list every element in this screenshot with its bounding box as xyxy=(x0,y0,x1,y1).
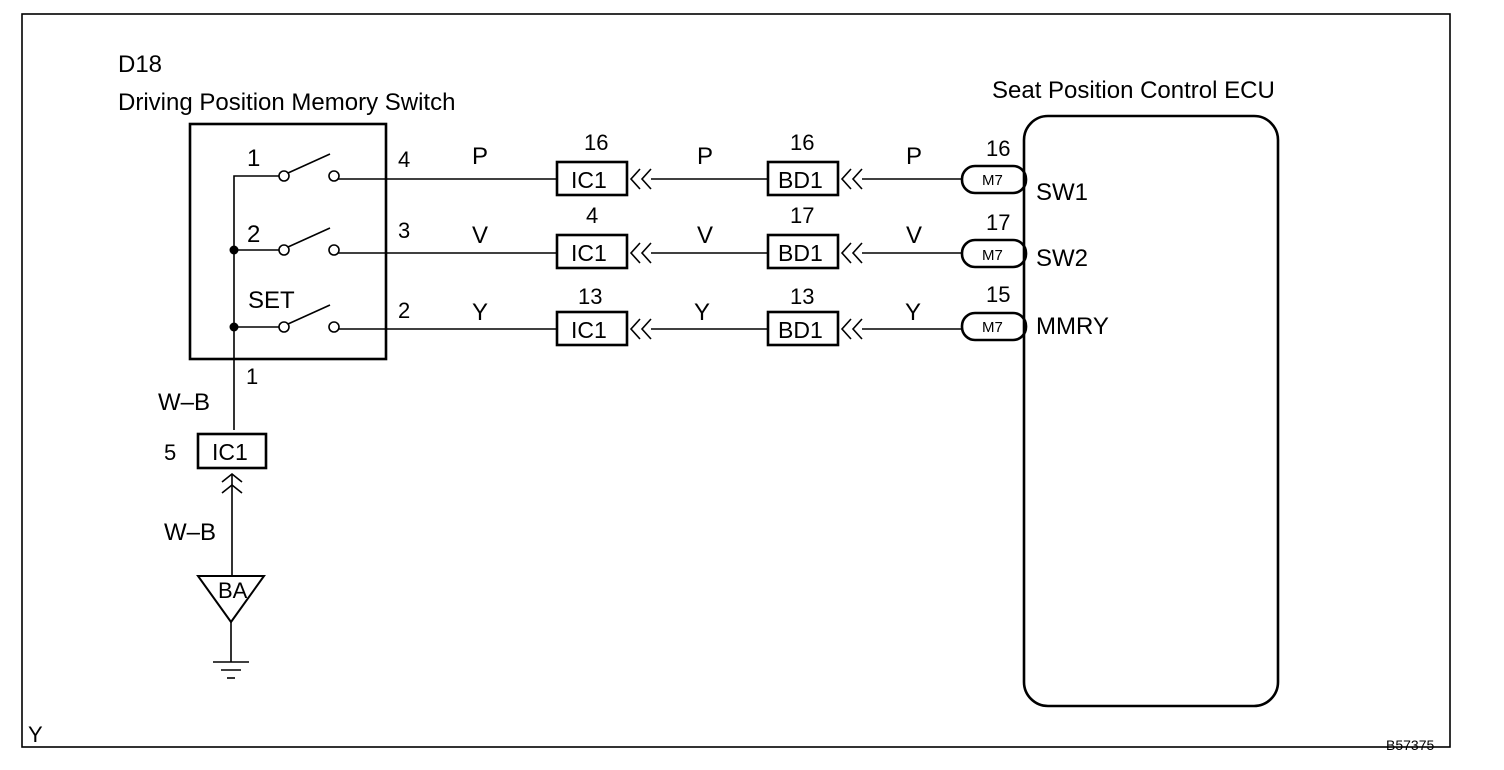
wire-color: Y xyxy=(694,299,710,326)
wire-color: P xyxy=(472,143,488,170)
circuit-row-sw1: P 16 IC1 P 16 BD1 P 16 M7 SW1 xyxy=(338,130,1088,206)
switch-common-bus xyxy=(233,175,282,430)
m7-label: M7 xyxy=(982,319,1003,336)
memory-switch-box xyxy=(188,122,388,361)
switch-label-1: 1 xyxy=(247,145,260,172)
switch-contact-1 xyxy=(278,153,340,182)
bd1-label: BD1 xyxy=(778,317,823,343)
connector-chevron-icon xyxy=(629,318,652,340)
ecu-terminal: MMRY xyxy=(1036,313,1109,340)
ecu-terminal: SW1 xyxy=(1036,179,1088,206)
bd1-pin: 16 xyxy=(790,130,814,155)
bd1-pin: 17 xyxy=(790,203,814,228)
m7-label: M7 xyxy=(982,247,1003,264)
switch-contact-set xyxy=(278,304,340,333)
bd1-label: BD1 xyxy=(778,167,823,193)
connector-chevron-icon xyxy=(629,168,652,190)
m7-connector xyxy=(960,238,1028,269)
switch-pin-1: 1 xyxy=(246,364,258,389)
wire-color: V xyxy=(472,222,488,249)
wire-color: V xyxy=(697,222,713,249)
figure-code: B57375 xyxy=(1386,737,1434,753)
ic1-label: IC1 xyxy=(571,317,607,343)
bd1-label: BD1 xyxy=(778,240,823,266)
m7-pin: 16 xyxy=(986,136,1010,161)
diagram-frame xyxy=(21,13,1451,748)
bd1-connector xyxy=(766,310,840,347)
switch-contact-2 xyxy=(278,227,340,256)
m7-connector xyxy=(960,311,1028,342)
footer-left-mark: Y xyxy=(28,722,43,747)
ground-ic1-connector xyxy=(196,432,268,470)
ecu-box xyxy=(1022,114,1280,708)
ic1-connector xyxy=(555,233,629,270)
bd1-connector xyxy=(766,160,840,197)
ground-wire-upper: W–B xyxy=(158,389,210,416)
m7-pin: 15 xyxy=(986,282,1010,307)
ecu-name: Seat Position Control ECU xyxy=(992,77,1275,104)
switch-pin-3: 3 xyxy=(398,218,410,243)
connector-chevron-icon xyxy=(840,242,863,264)
wire-color: Y xyxy=(472,299,488,326)
bd1-connector xyxy=(766,233,840,270)
ground-wire-lower: W–B xyxy=(164,519,216,546)
ground-branch: W–B 5 IC1 W–B BA xyxy=(158,389,268,679)
switch-pin-2: 2 xyxy=(398,298,410,323)
ic1-connector xyxy=(555,160,629,197)
ic1-pin: 16 xyxy=(584,130,608,155)
wire-color: P xyxy=(906,143,922,170)
circuit-row-mmry: Y 13 IC1 Y 13 BD1 Y 15 M7 MMRY xyxy=(338,282,1109,347)
switch-pin-4: 4 xyxy=(398,147,410,172)
bd1-pin: 13 xyxy=(790,284,814,309)
wire-color: Y xyxy=(905,299,921,326)
wire-color: V xyxy=(906,222,922,249)
ground-point-triangle xyxy=(196,575,266,624)
ground-ic1-label: IC1 xyxy=(212,439,248,465)
ground-icon xyxy=(213,661,249,679)
connector-chevron-icon xyxy=(840,168,863,190)
ic1-label: IC1 xyxy=(571,167,607,193)
m7-pin: 17 xyxy=(986,210,1010,235)
switch-label-set: SET xyxy=(248,287,295,314)
switch-name: Driving Position Memory Switch xyxy=(118,89,455,116)
ic1-pin: 13 xyxy=(578,284,602,309)
ground-connector-pin: 5 xyxy=(164,440,176,465)
junction-dot xyxy=(229,245,239,255)
connector-chevron-icon xyxy=(840,318,863,340)
ic1-connector xyxy=(555,310,629,347)
ground-point-label: BA xyxy=(218,578,248,603)
ecu-terminal: SW2 xyxy=(1036,245,1088,272)
circuit-row-sw2: V 4 IC1 V 17 BD1 V 17 M7 SW2 xyxy=(338,203,1088,272)
connector-chevron-icon xyxy=(629,242,652,264)
ic1-pin: 4 xyxy=(586,203,598,228)
ic1-label: IC1 xyxy=(571,240,607,266)
wire-color: P xyxy=(697,143,713,170)
switch-code: D18 xyxy=(118,51,162,78)
m7-label: M7 xyxy=(982,172,1003,189)
junction-dot xyxy=(229,322,239,332)
m7-connector xyxy=(960,164,1028,195)
switch-label-2: 2 xyxy=(247,221,260,248)
